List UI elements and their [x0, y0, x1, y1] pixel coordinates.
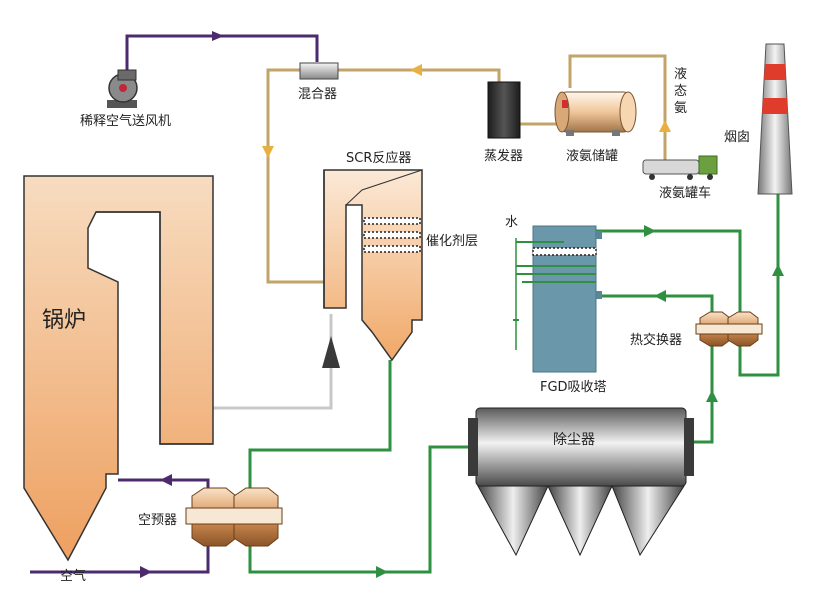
mixer-icon: [299, 62, 339, 80]
air-pipe: [30, 535, 210, 574]
flow-arrow: [322, 336, 340, 368]
flue-gas-pipe: [738, 194, 780, 377]
flow-arrow: [212, 31, 224, 41]
boiler-inner-flue: [96, 211, 213, 445]
ammonia-tank-icon: [554, 91, 637, 136]
boiler-label: 锅炉: [42, 308, 86, 333]
flow-arrow: [140, 566, 152, 578]
flue-gas-pipe: [596, 229, 742, 312]
fgd-absorber: [513, 225, 602, 373]
flow-arrow: [262, 146, 274, 158]
heat-exchanger-icon: [695, 311, 763, 347]
chimney-icon: [757, 43, 793, 195]
liquid-ammonia-label-2: 态: [674, 84, 687, 99]
ammonia-pipe: [338, 68, 501, 82]
ammonia-truck-label: 液氨罐车: [659, 185, 711, 201]
fgd-tower-label: FGD吸收塔: [540, 380, 607, 395]
flue-gas-pipe: [248, 445, 476, 574]
ammonia-pipe-to-scr: [266, 68, 324, 284]
water-label: 水: [505, 215, 518, 230]
scr-reactor: [323, 169, 423, 362]
flue-gas-pipe: [686, 345, 714, 444]
boiler-flue-pipe: [213, 314, 333, 410]
scr-reactor-top: [345, 169, 423, 206]
heat-exchanger-label: 热交换器: [630, 332, 682, 348]
evaporator-icon: [487, 81, 521, 139]
scr-reactor-label: SCR反应器: [346, 150, 411, 166]
tank-truck-pipe: [568, 54, 667, 160]
catalyst-layer-label: 催化剂层: [426, 234, 478, 249]
flow-arrow: [160, 474, 172, 486]
ammonia-tank-label: 液氨储罐: [566, 149, 618, 164]
air-label: 空气: [60, 568, 86, 584]
flow-arrow: [654, 290, 666, 302]
dust-collector-label: 除尘器: [553, 432, 595, 448]
air-preheater-icon: [185, 487, 283, 547]
liquid-ammonia-label-3: 氨: [674, 101, 687, 116]
flue-gas-pipe: [596, 294, 714, 312]
flow-arrow: [772, 264, 784, 276]
dilution-fan-icon: [107, 69, 138, 108]
flow-arrow: [644, 225, 656, 237]
boiler-body: [23, 175, 214, 562]
dust-collector: [468, 407, 694, 557]
flow-arrow: [706, 390, 718, 402]
dilution-fan-label: 稀释空气送风机: [80, 113, 171, 129]
ammonia-truck-icon: [642, 155, 718, 180]
flow-arrow: [376, 566, 388, 578]
mixer-label: 混合器: [298, 87, 337, 102]
chimney-label: 烟囱: [724, 130, 750, 145]
catalyst-layers: [363, 217, 421, 253]
evaporator-label: 蒸发器: [484, 148, 523, 164]
air-preheater-label: 空预器: [138, 513, 177, 528]
flue-gas-pipe: [248, 360, 392, 500]
liquid-ammonia-label-1: 液: [674, 67, 687, 82]
flow-arrow: [659, 120, 671, 132]
flow-arrow: [410, 64, 422, 76]
